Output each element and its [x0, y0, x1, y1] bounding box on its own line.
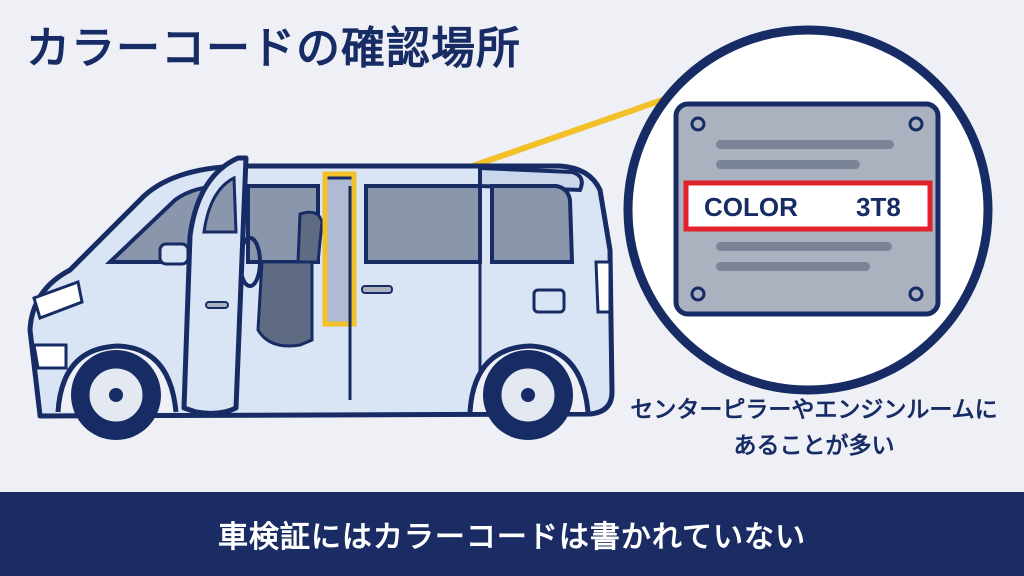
footer-text: 車検証にはカラーコードは書かれていない — [217, 520, 807, 555]
color-code-value: 3T8 — [856, 192, 901, 222]
footer-banner: 車検証にはカラーコードは書かれていない — [0, 492, 1024, 576]
color-label: COLOR — [704, 192, 798, 222]
caption-line-2: あることが多い — [733, 433, 895, 459]
page-title: カラーコードの確認場所 — [26, 23, 521, 74]
color-code-frame — [683, 180, 933, 232]
location-caption: センターピラーやエンジンルームに あることが多い — [610, 392, 1018, 464]
car-illustration — [27, 155, 615, 440]
center-pillar-highlight — [322, 171, 357, 327]
zoom-circle: COLOR 3T8 — [623, 25, 993, 395]
caption-line-1: センターピラーやエンジンルームに — [630, 397, 998, 423]
